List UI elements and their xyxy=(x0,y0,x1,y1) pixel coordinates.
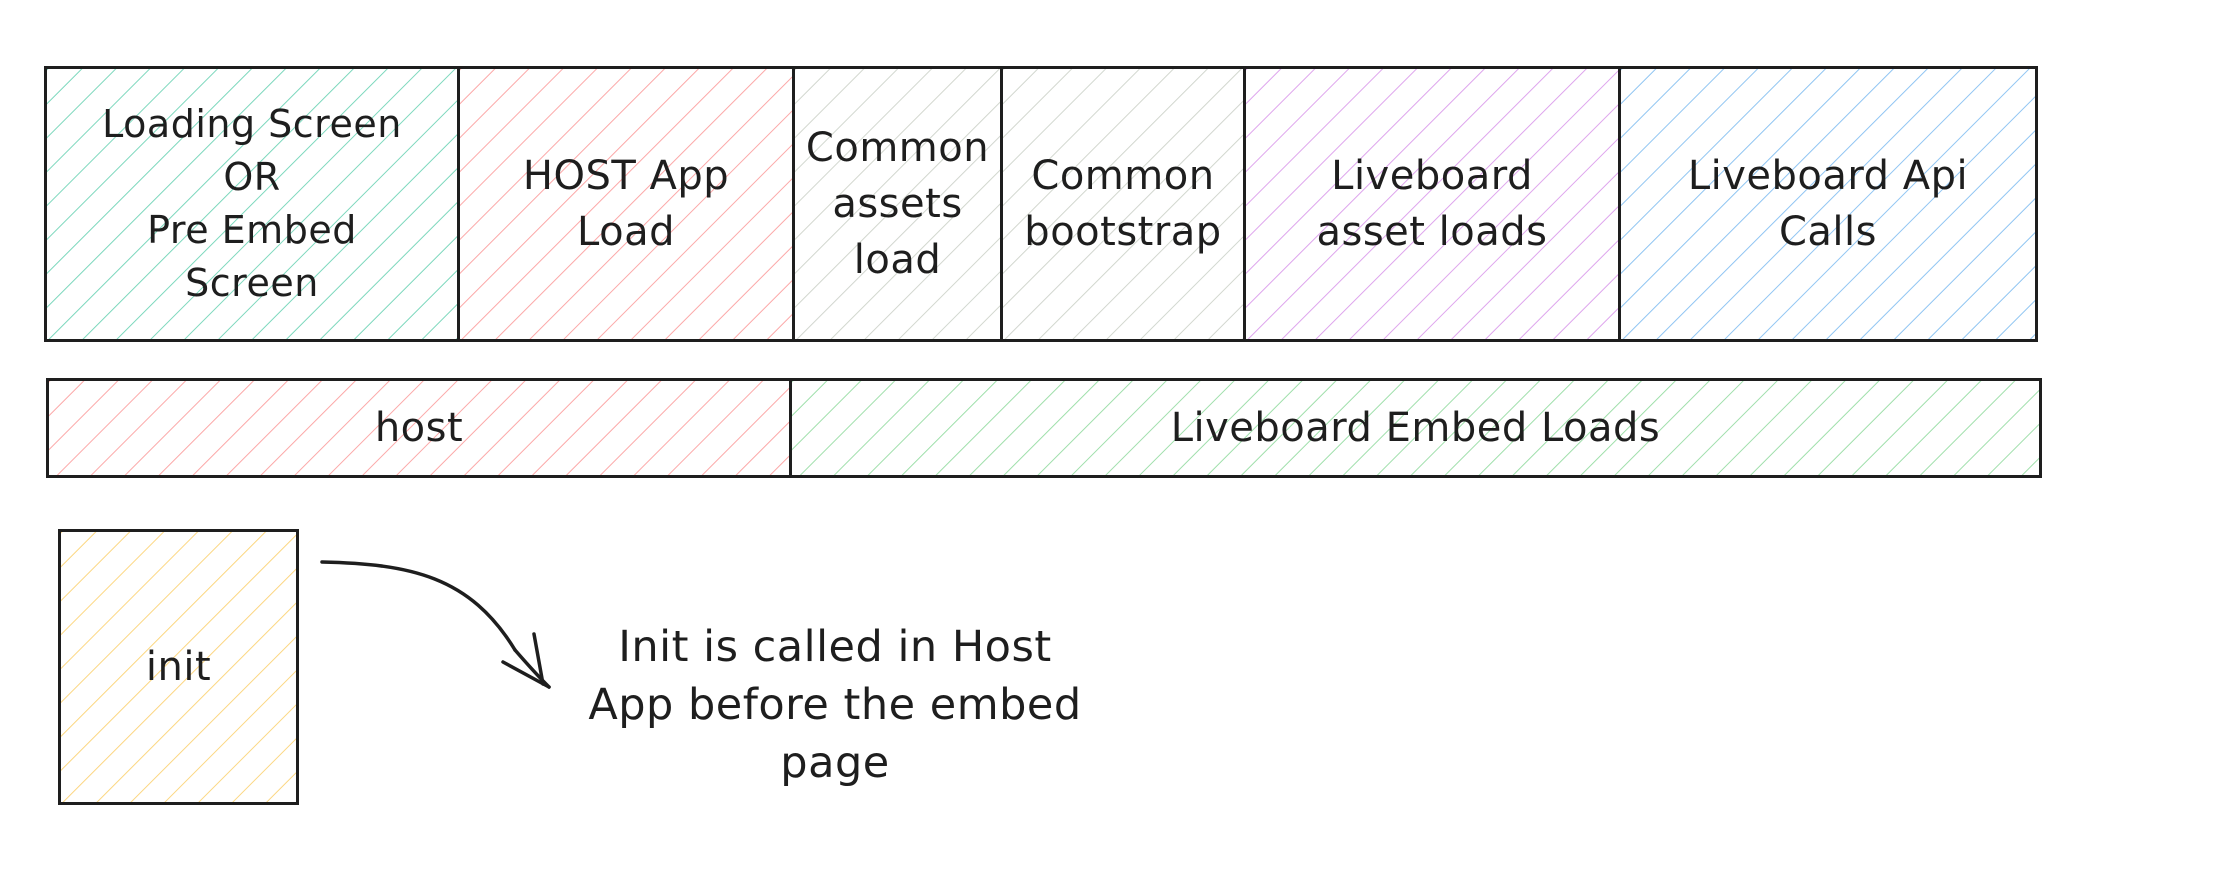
liveboard-api-calls-box: Liveboard Api Calls xyxy=(1618,66,2038,342)
init-box: init xyxy=(58,529,299,805)
host-label: host xyxy=(374,405,464,451)
init-note: Init is called in Host App before the em… xyxy=(588,622,1082,788)
loading-screen-label: Loading Screen OR Pre Embed Screen xyxy=(102,102,402,305)
liveboard-asset-loads-label: Liveboard asset loads xyxy=(1316,153,1548,255)
liveboard-embed-loads-box: Liveboard Embed Loads xyxy=(789,378,2042,478)
common-assets-load-label: Common assets load xyxy=(805,125,990,283)
common-bootstrap-label: Common bootstrap xyxy=(1024,153,1222,255)
common-assets-load-box: Common assets load xyxy=(792,66,1003,342)
common-bootstrap-box: Common bootstrap xyxy=(1000,66,1246,342)
liveboard-embed-loads-label: Liveboard Embed Loads xyxy=(1170,405,1661,451)
host-box: host xyxy=(46,378,792,478)
loading-screen-box: Loading Screen OR Pre Embed Screen xyxy=(44,66,460,342)
liveboard-asset-loads-box: Liveboard asset loads xyxy=(1243,66,1621,342)
init-label: init xyxy=(145,644,212,690)
host-app-load-label: HOST App Load xyxy=(522,153,730,255)
liveboard-api-calls-label: Liveboard Api Calls xyxy=(1687,153,1969,255)
